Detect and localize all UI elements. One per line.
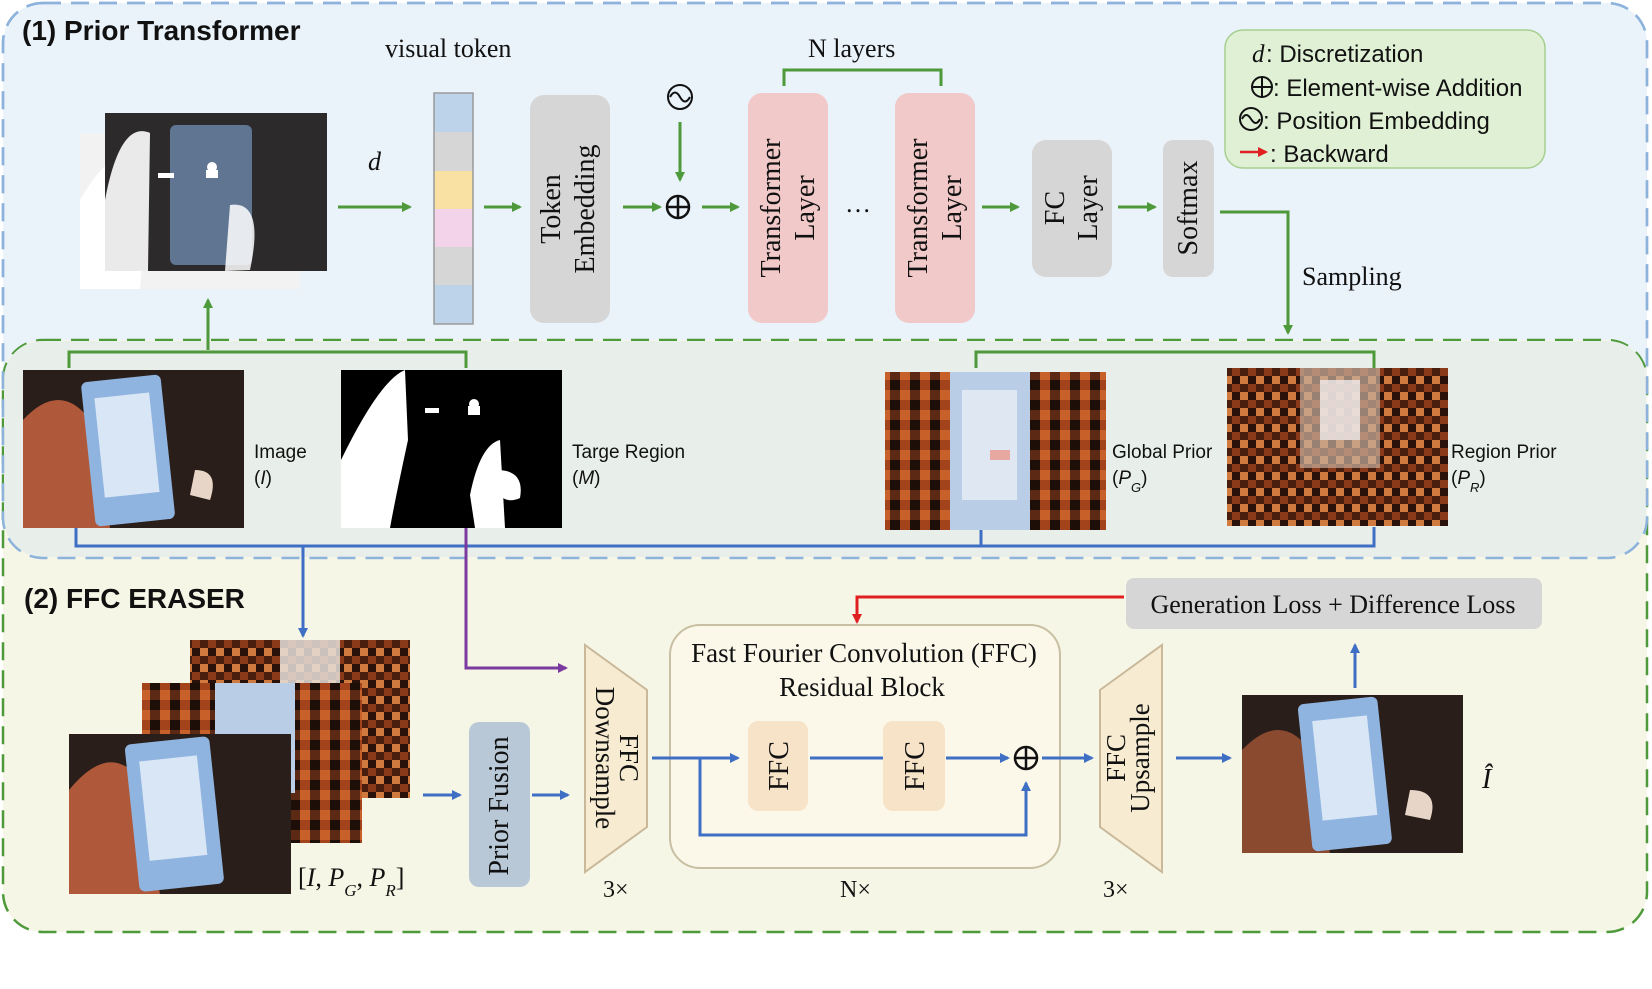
ffc-block-title-2: Residual Block — [779, 672, 945, 702]
times-block: N× — [840, 877, 871, 903]
image-label: Image — [254, 442, 307, 463]
upsample-line2: Upsample — [1125, 703, 1155, 812]
global-prior-thumbnail — [885, 372, 1106, 530]
downsample-line2: Downsample — [590, 687, 620, 829]
prior-fusion-box: Prior Fusion — [469, 722, 530, 887]
ffc-box-2: FFC — [883, 721, 945, 811]
prior-fusion-label: Prior Fusion — [484, 736, 515, 875]
addition-icon — [1251, 76, 1273, 98]
image-thumbnail — [23, 370, 244, 528]
legend-backward: : Backward — [1270, 141, 1389, 168]
global-symbol: P — [1118, 468, 1131, 489]
ffc2-label: FFC — [900, 741, 931, 791]
token-embedding-box: Token Embedding — [530, 95, 610, 323]
visual-token-label: visual token — [385, 34, 511, 63]
section2-title: (2) FFC ERASER — [24, 583, 245, 614]
section1-title: (1) Prior Transformer — [22, 15, 301, 46]
position-embedding-icon-top — [667, 84, 693, 110]
target-mask-thumbnail — [341, 370, 562, 528]
region-label: Region Prior — [1451, 442, 1557, 463]
token-embedding-line2: Embedding — [570, 144, 601, 273]
transformer1-line1: Transformer — [756, 138, 787, 278]
bracket-priors — [974, 350, 1376, 368]
d-label: d — [368, 147, 382, 176]
softmax-label: Softmax — [1173, 161, 1204, 256]
token-embedding-line1: Token — [536, 174, 567, 244]
legend-position: : Position Embedding — [1263, 108, 1490, 135]
fc-layer-box: FC Layer — [1032, 140, 1112, 277]
transformer1-line2: Layer — [790, 175, 821, 241]
ffc-box-1: FFC — [748, 721, 808, 811]
transformer2-line2: Layer — [937, 175, 968, 241]
ellipsis: … — [845, 189, 871, 218]
softmax-box: Softmax — [1163, 140, 1214, 277]
global-subscript: G — [1131, 480, 1141, 495]
transformer2-line1: Transformer — [903, 138, 934, 278]
target-label: Targe Region — [572, 442, 685, 463]
sampling-arrow — [1220, 210, 1293, 335]
output-image — [1242, 695, 1463, 853]
upsample-line1: FFC — [1101, 734, 1131, 782]
fc-line1: FC — [1040, 191, 1071, 225]
legend: d : Discretization : Element-wise Additi… — [1224, 29, 1546, 169]
n-layers-label: N layers — [808, 34, 895, 63]
loss-label: Generation Loss + Difference Loss — [1150, 590, 1515, 619]
input-image-mask-stack — [80, 113, 327, 289]
legend-discretization: : Discretization — [1266, 41, 1423, 68]
ffc1-label: FFC — [764, 741, 795, 791]
transformer-layer-2: Transformer Layer — [895, 93, 975, 323]
input-stack — [69, 640, 410, 894]
region-prior-thumbnail — [1227, 368, 1448, 526]
ffc-upsample-trapezoid: FFC Upsample — [1099, 643, 1163, 874]
addition-icon-top — [665, 194, 691, 220]
transformer-layer-1: Transformer Layer — [748, 93, 828, 323]
mask-arrow — [464, 528, 568, 673]
bracket-image-mask — [67, 350, 468, 368]
loss-box: Generation Loss + Difference Loss — [1126, 578, 1542, 629]
visual-token-column — [433, 92, 474, 325]
position-embedding-icon — [1239, 107, 1263, 131]
sampling-label: Sampling — [1302, 262, 1402, 291]
output-label: Î — [1481, 764, 1494, 795]
blue-collector-line — [74, 527, 1376, 548]
backward-arrow — [852, 595, 1124, 624]
region-subscript: R — [1470, 480, 1479, 495]
ffc-block-title-1: Fast Fourier Convolution (FFC) — [691, 638, 1037, 668]
ffc-downsample-trapezoid: FFC Downsample — [584, 643, 648, 874]
skip-connection — [698, 758, 1031, 837]
section1-border-overlay — [1, 1, 1649, 560]
downsample-line1: FFC — [614, 734, 644, 782]
times-up: 3× — [1103, 877, 1129, 903]
addition-icon-bottom — [1013, 745, 1039, 771]
times-down: 3× — [603, 877, 629, 903]
target-symbol-paren: (M) — [572, 468, 600, 489]
legend-addition: : Element-wise Addition — [1273, 75, 1522, 102]
legend-d-symbol: d — [1252, 41, 1265, 68]
image-symbol: I — [260, 468, 266, 489]
ffc-residual-block: Fast Fourier Convolution (FFC) Residual … — [669, 624, 1061, 869]
fc-line2: Layer — [1073, 175, 1104, 241]
global-label: Global Prior — [1112, 442, 1213, 463]
target-symbol: M — [578, 468, 594, 489]
n-layers-bracket — [782, 68, 943, 86]
region-symbol: P — [1457, 468, 1470, 489]
image-symbol-paren: (I) — [254, 468, 272, 489]
